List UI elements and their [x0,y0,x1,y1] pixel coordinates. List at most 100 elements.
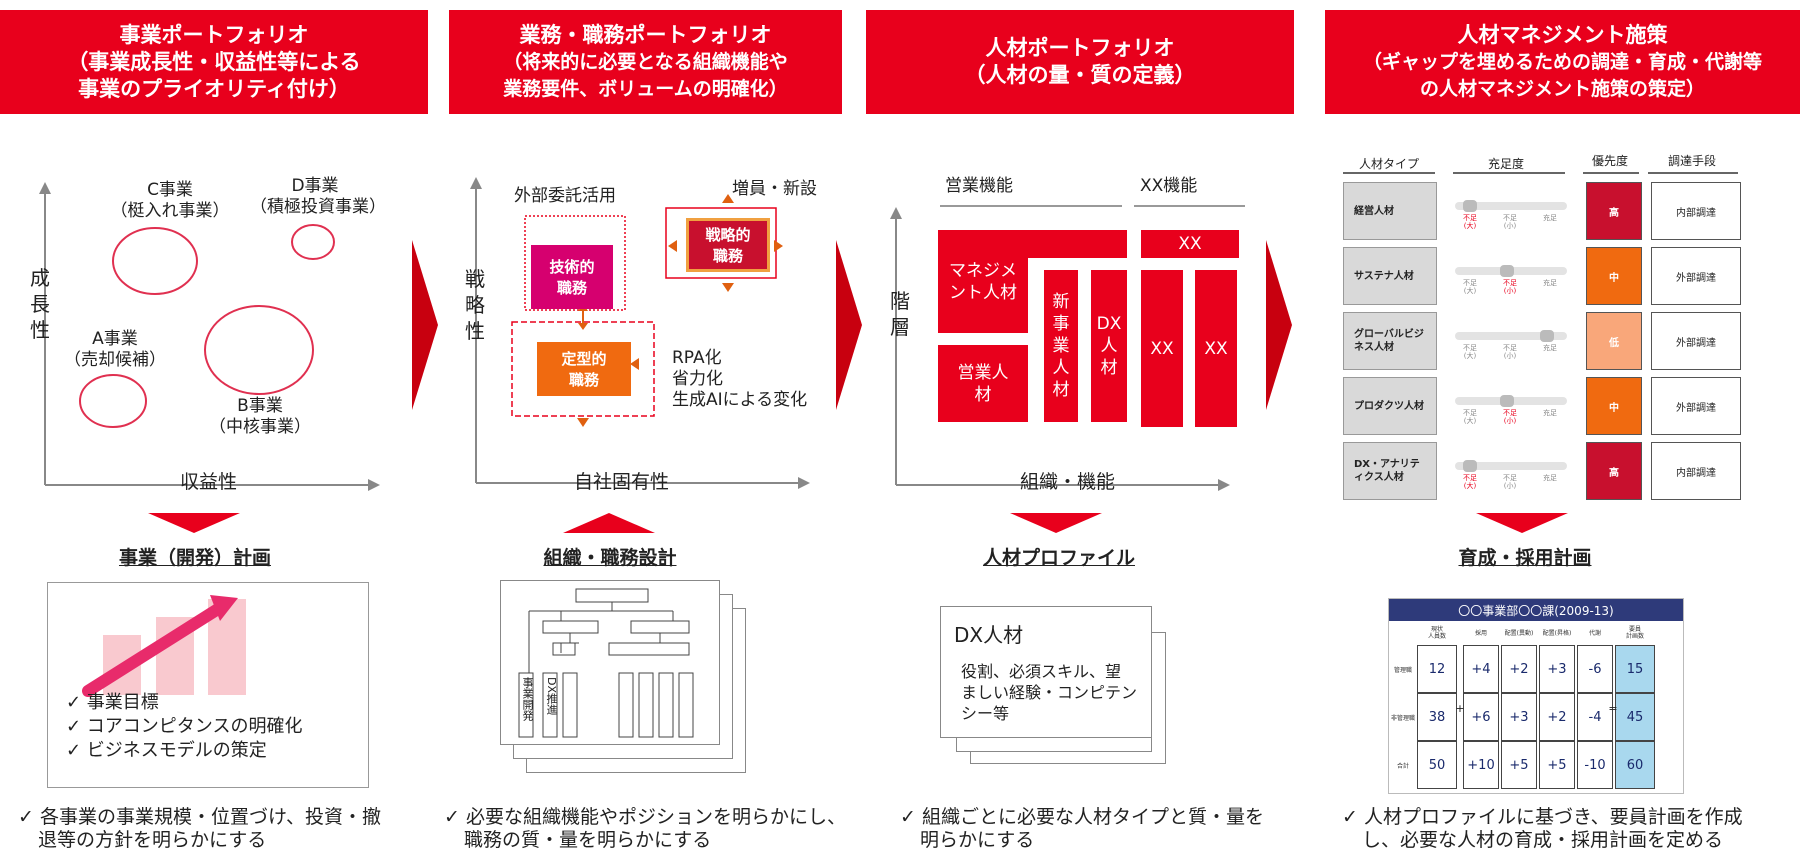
header-hr-measures: 人材マネジメント施策 （ギャップを埋めるための調達・育成・代謝等 の人材マネジメ… [1325,10,1800,114]
method-cell: 外部調達 [1651,377,1741,435]
fulfillment-scale-label: 不足 (小) [1503,214,1517,230]
col-header-method: 調達手段 [1668,154,1717,168]
fulfillment-scale-label: 充足 [1543,279,1557,287]
plan-value-cell: 60 [1615,741,1655,789]
fulfillment-scale-label: 不足 (小) [1503,474,1517,490]
business-portfolio-chart [39,182,380,491]
plan-value-cell: 45 [1615,693,1655,741]
header-rules [1343,172,1738,174]
block-dx: DX人材 [1091,270,1127,422]
talent-type-cell: グローバルビジネス人材 [1343,312,1437,370]
method-cell: 外部調達 [1651,247,1741,305]
x-axis-label-uniqueness: 自社固有性 [574,471,670,493]
bubble-label-d: D事業（積極投資事業） [250,176,386,217]
col-label-xx: XX機能 [1140,176,1198,196]
fulfillment-scale-label: 不足 (大) [1463,279,1477,295]
box-strategic-job: 戦略的 職務 [686,218,770,272]
plan-value-cell: +3 [1539,645,1575,693]
header-job-portfolio: 業務・職務ポートフォリオ （将来的に必要となる組織機能や 業務要件、ボリュームの… [449,10,842,114]
plan-row-label: 管理職 [1393,666,1412,674]
block-xx-top: XX [1141,230,1239,258]
fulfillment-knob [1500,265,1514,277]
section-title-hiring-plan: 育成・採用計画 [1458,547,1592,569]
method-cell: 内部調達 [1651,182,1741,240]
plan-value-cell: -10 [1577,741,1613,789]
plan-value-cell: +5 [1539,741,1575,789]
plan-plus-sign: + [1455,701,1465,715]
staffing-plan-table: 〇〇事業部〇〇課(2009-13) 現状 人員数採用配置(異動)配置(昇格)代謝… [1388,598,1684,794]
plan-row-label: 非管理職 [1390,714,1415,722]
plan-value-cell: 12 [1417,645,1457,693]
profile-body-2: ましい経験・コンピテン [961,683,1138,702]
plan-value-cell: +2 [1539,693,1575,741]
profile-body-3: シー等 [961,704,1010,723]
bubble-d [291,224,335,260]
method-cell: 内部調達 [1651,442,1741,500]
plan-header: 代謝 [1588,629,1601,637]
profile-body-1: 役割、必須スキル、望 [961,662,1122,681]
summary-org: ✓ 必要な組織機能やポジションを明らかにし、職務の質・量を明らかにする [444,806,846,851]
plan-value-cell: 50 [1417,741,1457,789]
change-line-saving: 省力化 [672,369,723,389]
talent-portfolio-chart [890,205,1245,491]
plan-value-cell: +5 [1501,741,1537,789]
bubble-label-c: C事業（梃入れ事業） [110,180,230,221]
plan-value-cell: -6 [1577,645,1613,693]
fulfillment-knob [1500,395,1514,407]
plan-title: 〇〇事業部〇〇課(2009-13) [1389,599,1683,621]
bubble-a [79,374,147,428]
col-header-fulfillment: 充足度 [1488,157,1525,171]
fulfillment-scale-label: 充足 [1543,214,1557,222]
priority-cell: 低 [1586,312,1642,370]
plan-value-cell: +6 [1463,693,1499,741]
fulfillment-scale-label: 不足 (小) [1503,344,1517,360]
block-sales: 営業人材 [938,345,1028,422]
summary-hr: ✓ 人材プロファイルに基づき、要員計画を作成し、必要な人材の育成・採用計画を定め… [1342,806,1743,851]
talent-type-cell: DX・アナリティクス人材 [1343,442,1437,500]
org-chart-stack: 事業開発 DX推進 [500,580,746,773]
fulfillment-scale-label: 不足 (大) [1463,344,1477,360]
fulfillment-scale-label: 不足 (大) [1463,409,1477,425]
box-routine-job: 定型的 職務 [537,342,631,396]
bubble-label-b: B事業（中核事業） [209,396,311,437]
plan-header: 要員 計画数 [1625,626,1644,640]
plan-row-label: 合計 [1396,762,1409,770]
block-management: マネジメント人材 [938,230,1028,333]
label-outsource: 外部委託活用 [514,186,616,206]
hr-priority-table: 経営人材不足 (大)不足 (小)充足高内部調達サステナ人材不足 (大)不足 (小… [1343,182,1763,502]
profile-card-stack: DX人材 役割、必須スキル、望 ましい経験・コンピテン シー等 [940,606,1170,776]
summary-business: ✓ 各事業の事業規模・位置づけ、投資・撤退等の方針を明らかにする [18,806,382,851]
checklist-item-3: ✓ ビジネスモデルの策定 [66,740,267,761]
y-axis-label-hierarchy: 階層 [890,289,910,339]
fulfillment-scale-label: 充足 [1543,409,1557,417]
box-technical-job: 技術的 職務 [531,245,613,309]
col-header-priority: 優先度 [1592,154,1629,168]
header-business-portfolio: 事業ポートフォリオ （事業成長性・収益性等による 事業のプライオリティ付け） [0,10,428,114]
plan-header: 採用 [1474,629,1487,637]
plan-value-cell: +4 [1463,645,1499,693]
y-axis-label-growth: 成長性 [30,266,50,342]
plan-value-cell: +3 [1501,693,1537,741]
x-axis-label-profitability: 収益性 [180,471,238,493]
plan-value-cell: +10 [1463,741,1499,789]
profile-title: DX人材 [954,623,1024,647]
plan-value-cell: 15 [1615,645,1655,693]
method-cell: 外部調達 [1651,312,1741,370]
priority-cell: 高 [1586,182,1642,240]
checklist-item-1: ✓ 事業目標 [66,692,159,713]
fulfillment-scale-label: 不足 (小) [1503,409,1517,425]
fulfillment-slider [1455,202,1567,210]
bubble-b [204,305,314,395]
talent-type-cell: サステナ人材 [1343,247,1437,305]
section-title-business-plan: 事業（開発）計画 [118,547,271,569]
fulfillment-knob [1540,330,1554,342]
bubble-c [112,227,198,295]
fulfillment-slider [1455,332,1567,340]
fulfillment-knob [1463,200,1477,212]
fulfillment-knob [1463,460,1477,472]
plan-equals-sign: = [1608,701,1618,715]
fulfillment-scale-label: 充足 [1543,474,1557,482]
block-xx-a: XX [1141,270,1183,427]
section-title-org-design: 組織・職務設計 [543,547,677,569]
